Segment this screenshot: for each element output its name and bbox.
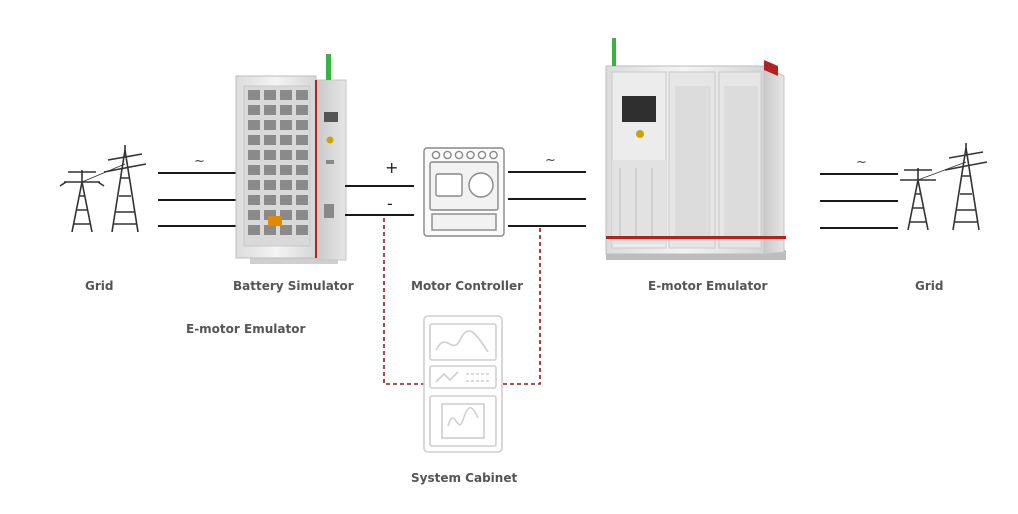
signal-lines: [383, 218, 541, 385]
ac-lines-right: [820, 173, 898, 229]
battery-module-slot: [264, 225, 276, 235]
battery-module-slot: [280, 225, 292, 235]
battery-module-slot: [248, 150, 260, 160]
battery-module-slot: [248, 225, 260, 235]
terminal-screw: [443, 150, 452, 160]
battery-module-slot: [248, 195, 260, 205]
battery-module-slot: [280, 105, 292, 115]
battery-module-slot: [280, 120, 292, 130]
terminal-screw: [489, 150, 498, 160]
battery-module-slot: [248, 90, 260, 100]
system-cabinet-icon: [423, 315, 503, 453]
power-tower-icon: [900, 143, 988, 231]
ac-symbol-right: ~: [856, 155, 867, 170]
ac-lines-left: [158, 172, 236, 227]
battery-module-slot: [280, 150, 292, 160]
emotor-emulator-left-label: E-motor Emulator: [186, 322, 306, 336]
motor-controller-icon: [423, 147, 505, 237]
battery-module-slot: [280, 210, 292, 220]
battery-module-slot: [264, 180, 276, 190]
battery-module-slot: [296, 150, 308, 160]
ac-lines-middle: [508, 171, 586, 227]
battery-module-slot: [264, 195, 276, 205]
battery-module-slot: [296, 105, 308, 115]
battery-module-slot: [296, 90, 308, 100]
dc-lines: [345, 185, 414, 216]
battery-module-slot: [248, 210, 260, 220]
terminal-screw: [431, 150, 441, 160]
ac-symbol-middle: ~: [545, 153, 556, 168]
battery-module-slot: [280, 180, 292, 190]
battery-module-slot: [296, 120, 308, 130]
battery-module-slot: [296, 180, 308, 190]
battery-module-slot: [248, 180, 260, 190]
battery-module-slot: [296, 225, 308, 235]
battery-module-slot: [296, 165, 308, 175]
system-cabinet-label: System Cabinet: [411, 471, 518, 485]
battery-module-slot: [280, 195, 292, 205]
battery-module-slot: [248, 135, 260, 145]
battery-module-slot: [280, 135, 292, 145]
emotor-emulator-cabinet: [605, 38, 786, 260]
battery-module-slot: [280, 90, 292, 100]
plus-symbol: +: [385, 158, 399, 177]
ac-symbol-left: ~: [194, 154, 205, 169]
battery-simulator-label: Battery Simulator: [233, 279, 354, 293]
terminal-screw: [454, 150, 464, 160]
battery-module-slot: [296, 195, 308, 205]
battery-module-slot: [248, 120, 260, 130]
battery-module-slot: [296, 135, 308, 145]
battery-simulator-cabinet: [235, 54, 347, 264]
battery-module-slot: [296, 210, 308, 220]
grid-right-label: Grid: [915, 279, 944, 293]
battery-module-slot: [264, 210, 276, 220]
battery-module-slot: [264, 105, 276, 115]
minus-symbol: -: [387, 194, 393, 213]
battery-module-slot: [264, 150, 276, 160]
emotor-emulator-right-label: E-motor Emulator: [648, 279, 768, 293]
grid-left-label: Grid: [85, 279, 114, 293]
battery-module-slot: [280, 165, 292, 175]
battery-module-slot: [248, 165, 260, 175]
battery-module-slot: [264, 90, 276, 100]
battery-module-slot: [248, 105, 260, 115]
battery-module-slot: [264, 120, 276, 130]
terminal-screw: [477, 150, 487, 160]
terminal-screw: [466, 150, 475, 160]
battery-module-slot: [264, 135, 276, 145]
power-tower-icon: [59, 145, 147, 233]
motor-controller-label: Motor Controller: [411, 279, 524, 293]
battery-module-slot: [264, 165, 276, 175]
